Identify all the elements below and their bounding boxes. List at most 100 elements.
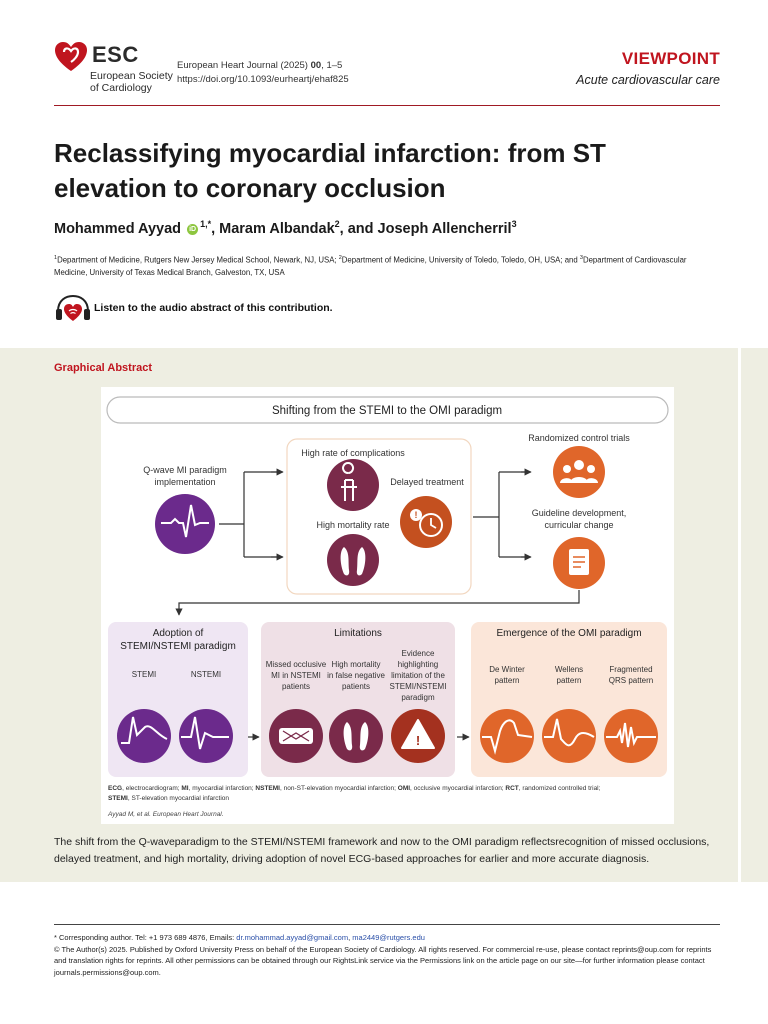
dewinter-icon (480, 709, 534, 763)
author-1[interactable]: Mohammed Ayyad (54, 220, 182, 237)
banner-title: Shifting from the STEMI to the OMI parad… (272, 405, 502, 417)
corr-prefix: * Corresponding author. Tel: +1 973 689 … (54, 933, 237, 942)
author-2-sup: 2 (334, 219, 340, 229)
feet-icon-2 (343, 722, 353, 751)
qwave-icon (155, 494, 215, 554)
limitations-title: Limitations (334, 628, 382, 639)
fragmented-line1: Fragmented (609, 665, 652, 674)
doi-link[interactable]: https://doi.org/10.1093/eurheartj/ehaf82… (177, 74, 349, 85)
wellens-line2: pattern (557, 676, 582, 685)
nstemi-icon (179, 709, 233, 763)
article-title: Reclassifying myocardial infarction: fro… (54, 138, 606, 203)
headphones-heart-icon (56, 294, 90, 321)
side-strip (741, 348, 768, 882)
lim1-line2: MI in NSTEMI (271, 671, 321, 680)
stemi-icon (117, 709, 171, 763)
qwave-label-1: Q-wave MI paradigm (143, 465, 227, 475)
lim2-line1: High mortality (332, 660, 381, 669)
vessel-icon (279, 728, 313, 744)
author-3-sup: 3 (511, 219, 517, 229)
affil-sup-3: 3 (579, 255, 583, 261)
affil-1: Department of Medicine, Rutgers New Jers… (57, 255, 339, 265)
author-3[interactable]: , and Joseph Allencherril (339, 220, 512, 237)
lim3-line1: Evidence (402, 649, 435, 658)
esc-logo: ESC European Society of Cardiology (54, 40, 174, 96)
wellens-line1: Wellens (555, 665, 583, 674)
journal-pages: , 1–5 (321, 60, 343, 71)
lim3-line2: highlighting (398, 660, 438, 669)
adoption-title-1: Adoption of (153, 628, 204, 639)
guideline-label-1: Guideline development, (532, 508, 627, 518)
alert-glyph: ! (415, 510, 418, 520)
ecg-nstemi-icon (181, 716, 229, 750)
ecg-stemi-icon (121, 716, 168, 744)
esc-subtitle: European Society of Cardiology (90, 70, 200, 94)
graphical-abstract-figure: Shifting from the STEMI to the OMI parad… (101, 387, 674, 824)
article-type: VIEWPOINT (621, 49, 720, 68)
journal-volume: 00 (310, 60, 322, 71)
lim3-line3: limitation of the (391, 671, 445, 680)
footer-divider (54, 924, 720, 925)
group-icon (560, 460, 598, 483)
feet-icon (340, 547, 350, 576)
ecg-q-wave-icon (161, 504, 209, 538)
lim1-line3: patients (282, 682, 310, 691)
copyright-notice: © The Author(s) 2025. Published by Oxfor… (54, 944, 712, 977)
ecg-wellens-icon (544, 718, 595, 747)
header-divider (54, 105, 720, 106)
ecg-dewinter-icon (482, 719, 533, 755)
lim2-line2: in false negative (327, 671, 385, 680)
esc-heart-icon (55, 42, 87, 71)
rct-label: Randomized control trials (528, 433, 630, 443)
emergence-title: Emergence of the OMI paradigm (496, 628, 641, 639)
graphical-abstract-label: Graphical Abstract (54, 362, 153, 374)
orcid-icon[interactable]: iD (187, 223, 199, 235)
affil-3: Department of Cardiovascular Medicine, U… (54, 255, 687, 277)
patient-icon (341, 462, 357, 501)
nstemi-label: NSTEMI (191, 670, 221, 679)
figure-credit: Ayyad M, et al. European Heart Journal. (107, 811, 224, 818)
affil-sup-2: 2 (338, 255, 342, 261)
graphical-abstract-caption: The shift from the Q-waveparadigm to the… (54, 836, 710, 865)
rct-icon (553, 446, 605, 498)
affil-2: Department of Medicine, University of To… (341, 255, 580, 265)
lim3-line5: paradigm (401, 693, 435, 702)
author-2[interactable]: , Maram Albandak (211, 220, 335, 237)
connector-left (219, 471, 281, 558)
journal-name: European Heart Journal (2025) (177, 60, 311, 71)
lim2-line3: patients (342, 682, 370, 691)
email-separator: , (348, 933, 353, 942)
banner-box (106, 396, 669, 424)
false-negative-icon (329, 709, 383, 763)
qwave-label-2: implementation (154, 477, 215, 487)
author-1-sup: 1,* (200, 219, 212, 229)
mortality-label: High mortality rate (316, 520, 389, 530)
email-link-2[interactable]: ma2449@rutgers.edu (352, 933, 425, 942)
delayed-icon (400, 496, 452, 548)
esc-sub-line2: of Cardiology (90, 82, 152, 94)
lim3-line4: STEMI/NSTEMI (390, 682, 447, 691)
fragmented-line2: QRS pattern (609, 676, 653, 685)
abstract-diagram: Shifting from the STEMI to the OMI parad… (106, 396, 669, 818)
ecg-fragmented-icon (606, 722, 656, 748)
esc-wordmark: ESC (92, 42, 139, 67)
section-name: Acute cardiovascular care (576, 73, 720, 87)
fragmented-icon (604, 709, 658, 763)
dewinter-line1: De Winter (489, 665, 525, 674)
corresponding-author: * Corresponding author. Tel: +1 973 689 … (54, 932, 720, 944)
abbreviations-line2: STEMI, ST-elevation myocardial infarctio… (108, 795, 229, 802)
lim1-line1: Missed occlusive (266, 660, 327, 669)
connector-down (175, 590, 580, 616)
complications-label: High rate of complications (301, 448, 405, 458)
esc-sub-line1: European Society (90, 70, 173, 82)
abbreviations-line1: ECG, electrocardiogram; MI, myocardial i… (108, 785, 601, 792)
journal-citation: European Heart Journal (2025) 00, 1–5 ht… (177, 59, 349, 87)
connector-right (473, 471, 529, 558)
email-link-1[interactable]: dr.mohammad.ayyad@gmail.com (236, 933, 349, 942)
clock-icon (419, 513, 443, 537)
dewinter-line2: pattern (495, 676, 520, 685)
mortality-icon (327, 534, 379, 586)
svg-text:!: ! (416, 733, 420, 748)
audio-abstract-label[interactable]: Listen to the audio abstract of this con… (94, 302, 333, 314)
guideline-label-2: curricular change (544, 520, 613, 530)
